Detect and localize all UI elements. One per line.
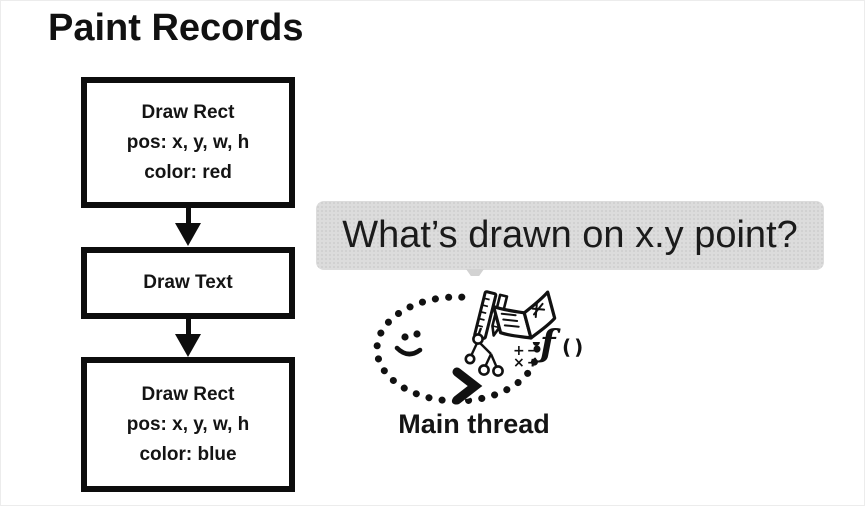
function-parens: () xyxy=(562,335,586,359)
arrow-shaft xyxy=(185,319,191,334)
speech-bubble: What’s drawn on x.y point? xyxy=(316,201,824,270)
box-line: pos: x, y, w, h xyxy=(126,131,250,153)
main-thread-doodle: +− ×÷ ƒ () xyxy=(373,276,586,405)
paint-record-box-draw-rect-blue: Draw Rect pos: x, y, w, h color: blue xyxy=(81,357,295,492)
paint-record-box-draw-text: Draw Text xyxy=(81,247,295,319)
arrow-chevron-icon xyxy=(452,367,483,405)
math-row2: ×÷ xyxy=(513,355,540,371)
smile-stroke xyxy=(394,345,423,357)
box-line: Draw Text xyxy=(143,272,233,293)
arrow-head xyxy=(175,223,201,246)
ruler-icon xyxy=(473,290,498,340)
eye-dot xyxy=(413,330,421,338)
box-line: color: blue xyxy=(139,443,237,465)
paint-record-box-draw-rect-red: Draw Rect pos: x, y, w, h color: red xyxy=(81,77,295,208)
box-line: color: red xyxy=(144,161,232,183)
arrow-shaft xyxy=(185,208,191,223)
main-thread-label: Main thread xyxy=(398,409,550,439)
math-row1: +− xyxy=(513,343,540,359)
page-title: Paint Records xyxy=(48,7,304,49)
tree-graph-icon xyxy=(464,327,504,377)
smiley-face-icon xyxy=(394,330,423,357)
eye-dot xyxy=(401,333,409,341)
book-icon xyxy=(492,290,557,340)
box-line: Draw Rect xyxy=(141,101,235,123)
speech-bubble-text: What’s drawn on x.y point? xyxy=(342,214,798,256)
arrow-head xyxy=(175,334,201,357)
flow-arrow-down-icon xyxy=(175,319,201,357)
box-line: pos: x, y, w, h xyxy=(126,413,250,435)
math-symbols-icon: +− ×÷ xyxy=(513,343,540,371)
flow-arrow-down-icon xyxy=(175,208,201,246)
box-line: Draw Rect xyxy=(141,383,235,405)
